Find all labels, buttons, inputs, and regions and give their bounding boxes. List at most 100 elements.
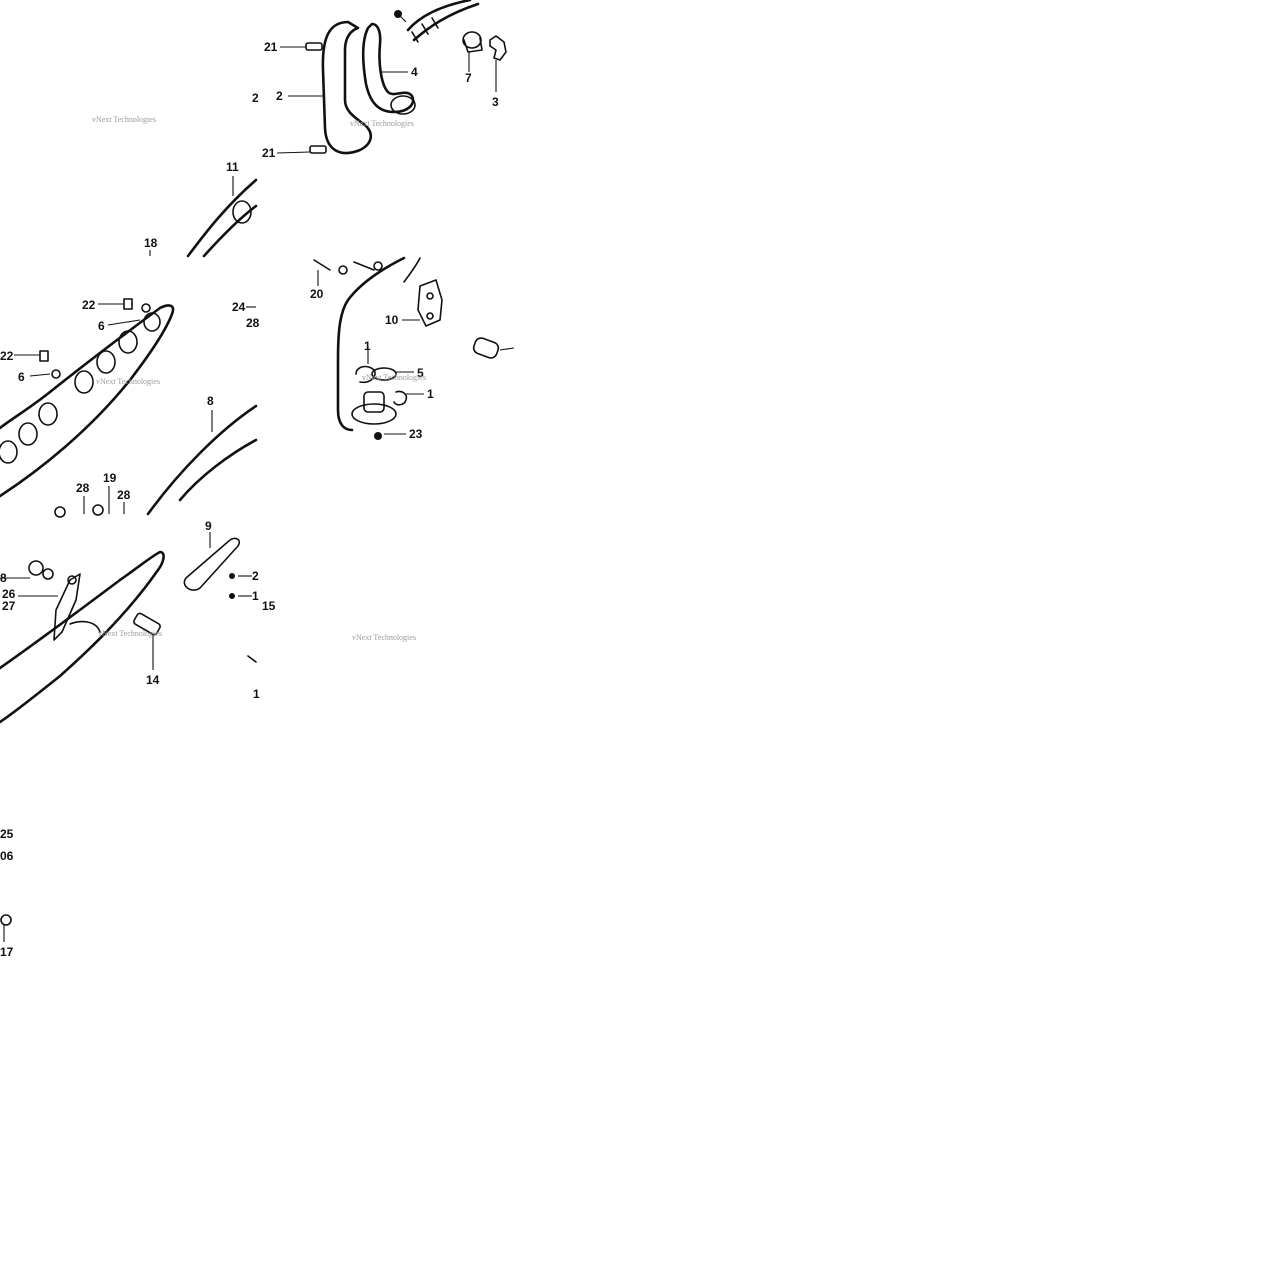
callout-10: 10 <box>385 313 399 327</box>
watermark: vNext Technologies <box>98 629 162 638</box>
callout-8: 8 <box>207 394 214 408</box>
callout-22-b: 22 <box>0 349 14 363</box>
callout-7: 7 <box>465 71 472 85</box>
plate-hole-b <box>426 312 434 320</box>
band-rib-part <box>411 17 439 43</box>
callout-28-left: 28 <box>76 481 90 495</box>
bolt-21b-part <box>309 145 327 154</box>
callout-11: 11 <box>226 160 239 174</box>
fastener-2x <box>229 573 235 579</box>
callout-6-a: 6 <box>98 319 105 333</box>
fastener-1x <box>229 593 235 599</box>
muffler-body-part <box>0 550 165 724</box>
clamp-7-body <box>463 37 483 53</box>
callout-6-b: 6 <box>18 370 25 384</box>
tile-lower-strip: 25 06 17 <box>0 827 14 959</box>
cover-hole-2 <box>18 422 38 446</box>
callout-25: 25 <box>0 827 14 841</box>
callout-9: 9 <box>205 519 212 533</box>
callout-2-side: 2 <box>252 569 259 583</box>
pipe-tube-part <box>361 22 415 114</box>
ring-17-part <box>0 914 12 926</box>
callout-8-side: 8 <box>0 571 7 585</box>
callout-17: 17 <box>0 945 14 959</box>
callout-2: 2 <box>276 89 283 103</box>
screw-22a-part <box>123 298 133 310</box>
clamp-1b-part <box>393 390 408 406</box>
cover-hole-7 <box>143 312 161 332</box>
screw-22b-part <box>39 350 49 362</box>
bolt-21a-part <box>305 42 323 51</box>
nut-19-part <box>92 504 104 516</box>
callout-15: 15 <box>262 599 276 613</box>
callout-27: 27 <box>2 599 16 613</box>
stay-hole <box>67 575 77 585</box>
callout-23: 23 <box>409 427 423 441</box>
callout-26: 26 <box>2 587 16 601</box>
watermark: vNext Technologies <box>362 373 426 382</box>
callout-24: 24 <box>232 300 246 314</box>
callout-14: 14 <box>146 673 160 687</box>
cover-hole-1 <box>0 440 18 464</box>
cover-hole-5 <box>96 350 116 374</box>
cover-hole-3 <box>38 402 58 426</box>
callout-2-edge: 2 <box>252 91 259 105</box>
leader-6a <box>107 319 141 326</box>
exhaust-pipe-part <box>321 20 373 155</box>
cover-hole-6 <box>118 330 138 354</box>
callout-06: 06 <box>0 849 14 863</box>
callout-28-top: 28 <box>246 316 260 330</box>
flange-collar <box>363 391 385 413</box>
watermark: vNext Technologies <box>96 377 160 386</box>
washer-6b-part <box>51 369 61 379</box>
callout-1-bottom: 1 <box>253 687 260 701</box>
bracket-3-part <box>489 35 507 61</box>
callout-5: 5 <box>417 366 424 380</box>
tile-middle-center: 20 10 1 5 1 23 vNext Technologies <box>310 256 515 441</box>
tile-heat-cover: 22 6 22 6 24 28 8 28 19 28 vNext Technol… <box>0 298 260 518</box>
nut-part <box>54 506 66 518</box>
tile-top-middle: 21 2 4 7 3 21 vNext Technologies <box>262 0 507 160</box>
muffler-8-part <box>146 404 258 516</box>
cover-11-hole <box>232 200 252 224</box>
leader-6b <box>29 373 51 377</box>
callout-20: 20 <box>310 287 324 301</box>
nut-8-part <box>28 560 44 576</box>
callout-28-right: 28 <box>117 488 131 502</box>
cover-hole-4 <box>74 370 94 394</box>
callout-19: 19 <box>103 471 117 485</box>
plate-hole-a <box>426 292 434 300</box>
watermark: vNext Technologies <box>352 633 416 642</box>
tile-muffler: 9 2 1 15 8 26 27 14 1 vNext Technologies <box>0 519 276 724</box>
callout-18: 18 <box>144 236 158 250</box>
tile-top-left: vNext Technologies 2 <box>92 91 259 124</box>
tile-upper-cover: 11 18 <box>144 160 258 258</box>
washer-6a-part <box>141 303 151 313</box>
part-14 <box>133 612 161 636</box>
watermark: vNext Technologies <box>92 115 156 124</box>
washer-8-part <box>42 568 54 580</box>
pipe-edge-part <box>403 257 421 283</box>
callout-22-a: 22 <box>82 298 96 312</box>
nipple-part <box>472 337 500 359</box>
pipe-joint-part <box>390 95 416 115</box>
plate-10-part <box>417 279 443 327</box>
washer-part-b <box>373 261 383 271</box>
callout-1-lower: 1 <box>427 387 434 401</box>
bolt-9-part <box>183 537 241 591</box>
flange-part <box>351 403 397 425</box>
heat-cover-part <box>0 304 175 498</box>
washer-part <box>338 265 348 275</box>
pipe-bend-part <box>336 256 406 432</box>
callout-21-bottom: 21 <box>262 146 276 160</box>
watermark: vNext Technologies <box>350 119 414 128</box>
stay-26-part <box>53 573 81 641</box>
leader-21b <box>276 151 311 154</box>
bolt-shaft <box>397 13 407 23</box>
nut-23-part <box>374 432 382 440</box>
callout-1-upper: 1 <box>364 339 371 353</box>
callout-4: 4 <box>411 65 418 79</box>
stud-20-part <box>313 259 375 271</box>
callout-1-side: 1 <box>252 589 259 603</box>
cover-11-part <box>186 178 258 258</box>
